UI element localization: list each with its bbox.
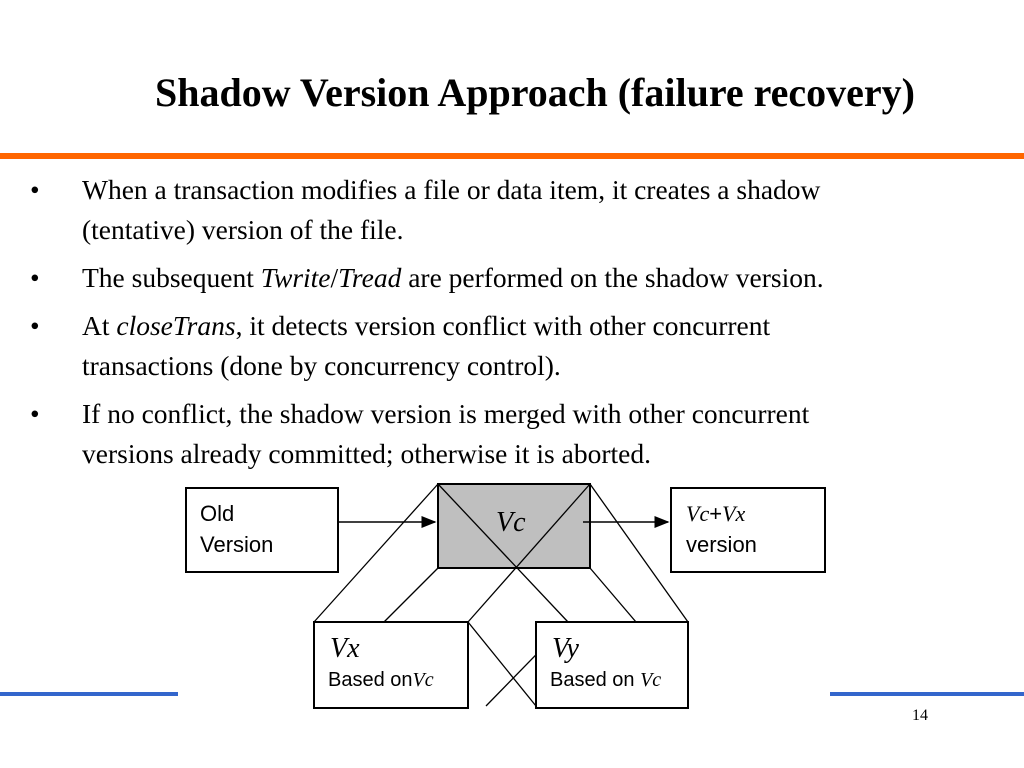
text-run: / [330,262,339,293]
based-on-text: Based on [328,669,413,691]
bullet-text: versions already committed; otherwise it… [82,438,651,469]
italic-term: closeTrans [116,310,236,341]
based-on-ref: Vc [640,669,661,691]
vx-box [313,621,469,709]
merged-plus: + [709,501,722,526]
diagram-svg: Old Version Vc Vc+Vx version [178,480,830,712]
old-version-box [185,487,339,573]
bullet-item: • At closeTrans, it detects version conf… [0,306,1024,386]
vc-label: Vc [496,507,526,538]
bullet-symbol: • [30,398,40,429]
merged-version-label: Vc+Vx [686,501,746,526]
bullet-text: (tentative) version of the file. [82,214,404,245]
bullet-text: transactions (done by concurrency contro… [82,350,561,381]
merged-version-label: version [686,532,757,557]
vx-based-on: Based onVc [328,669,434,691]
text-run: , it detects version conflict with other… [235,310,771,341]
text-run: The subsequent [82,262,261,293]
page-number: 14 [912,707,928,724]
bullet-text: If no conflict, the shadow version is me… [82,398,810,429]
old-version-label: Old [200,501,234,526]
slide-title: Shadow Version Approach (failure recover… [154,70,916,115]
bullet-item: • The subsequent Twrite/Tread are perfor… [0,258,1024,298]
bullet-text: At closeTrans, it detects version confli… [82,306,1016,346]
vy-label: Vy [552,633,580,664]
based-on-text: Based on [550,669,640,691]
bullet-text: The subsequent Twrite/Tread are performe… [82,258,1016,298]
bullet-text: When a transaction modifies a file or da… [82,174,821,205]
bullet-symbol: • [30,310,40,341]
merged-vc-term: Vc [686,501,709,526]
bullet-list: • When a transaction modifies a file or … [0,170,1024,482]
bullet-item: • If no conflict, the shadow version is … [0,394,1024,474]
footer-rule-right [830,692,1024,696]
text-run: are performed on the shadow version. [401,262,824,293]
bullet-symbol: • [30,262,40,293]
vy-based-on: Based on Vc [550,669,661,691]
based-on-ref: Vc [413,669,434,691]
vx-label: Vx [330,633,360,664]
merged-vx-term: Vx [722,501,745,526]
title-divider [0,153,1024,159]
italic-term: Twrite [260,262,331,293]
footer-rule-left [0,692,178,696]
merged-version-box [670,487,826,573]
italic-term: Tread [338,262,402,293]
old-version-label: Version [200,532,273,557]
vy-box [535,621,689,709]
vc-box [437,483,591,569]
bullet-symbol: • [30,174,40,205]
text-run: At [82,310,117,341]
shadow-version-diagram: Old Version Vc Vc+Vx version [178,480,830,712]
bullet-item: • When a transaction modifies a file or … [0,170,1024,250]
